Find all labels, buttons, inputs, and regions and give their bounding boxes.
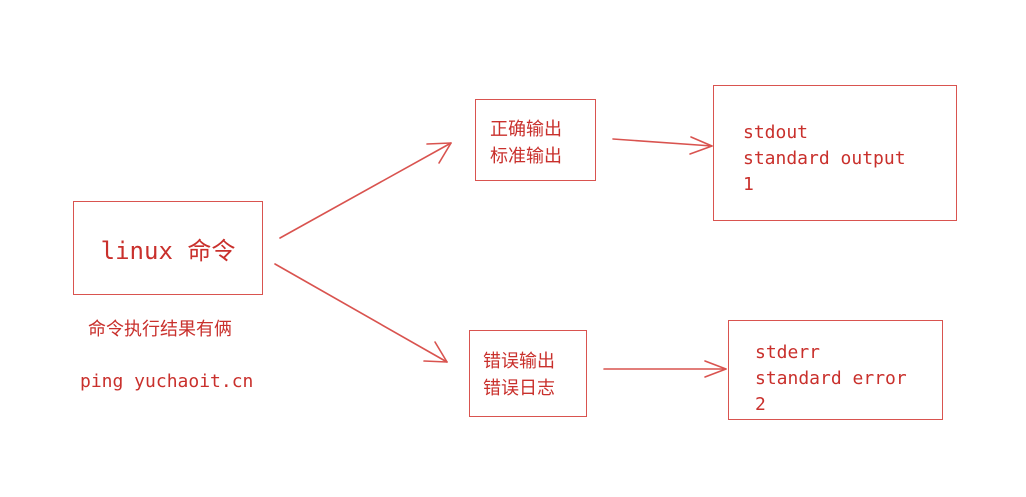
stderr-chinese-box: 错误输出 错误日志 [469,330,587,417]
stderr-description: standard error [755,368,907,389]
arrow-to-stderr-head [704,360,727,378]
stdout-chinese-box: 正确输出 标准输出 [475,99,596,181]
arrow-to-stdout-shaft [612,138,713,147]
stdout-chinese-line-2: 标准输出 [490,146,562,167]
arrow-to-stderr [603,360,727,378]
arrow-to-stderr-zh-head [423,341,448,363]
linux-command-box: linux 命令 [73,201,263,295]
stdout-file-descriptor: 1 [743,174,754,195]
stderr-chinese-line-1: 错误输出 [483,351,555,372]
arrow-to-stdout-head [689,136,713,155]
stdout-description: standard output [743,148,906,169]
stdout-name: stdout [743,122,809,143]
stdout-box: stdout standard output 1 [713,85,957,221]
stderr-box: stderr standard error 2 [728,320,943,420]
arrow-to-stderr-zh [274,263,448,363]
example-command: ping yuchaoit.cn [80,371,254,392]
arrow-to-stdout [612,136,713,155]
stdout-chinese-line-1: 正确输出 [490,119,562,140]
stderr-file-descriptor: 2 [755,394,766,415]
stderr-chinese-line-2: 错误日志 [483,378,555,399]
arrow-to-stdout-zh-shaft [279,142,452,239]
result-note: 命令执行结果有俩 [88,319,232,340]
linux-command-label: linux 命令 [100,236,236,265]
arrow-to-stderr-zh-shaft [274,263,448,363]
arrow-to-stdout-zh [279,142,452,239]
stderr-name: stderr [755,342,821,363]
arrow-to-stdout-zh-head [426,142,452,164]
